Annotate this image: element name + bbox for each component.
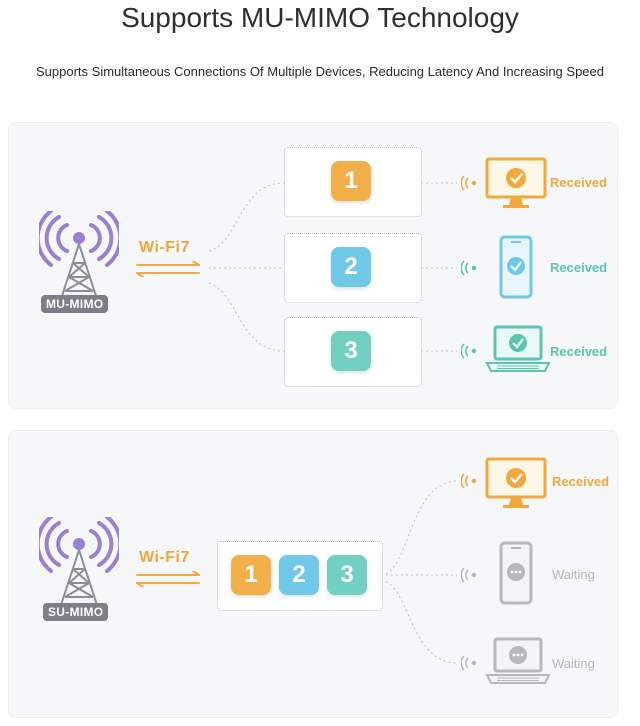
- su-mimo-badge: SU-MIMO: [43, 603, 109, 621]
- stream-tile-1: 1: [231, 555, 271, 595]
- mu-mimo-panel: MU-MIMO Wi-Fi7 1 2 3 Received Received: [8, 122, 618, 409]
- signal-icon: [461, 343, 477, 359]
- page-title: Supports MU-MIMO Technology: [121, 2, 519, 33]
- bidirectional-arrows-icon: [136, 261, 200, 277]
- bidirectional-arrows-icon: [136, 571, 200, 587]
- stream-tile-3: 3: [327, 555, 367, 595]
- signal-icon: [461, 260, 477, 276]
- signal-icon: [461, 655, 477, 671]
- stream-tile-3: 3: [331, 331, 371, 371]
- stream-tile-2: 2: [331, 247, 371, 287]
- phone-icon: [499, 541, 533, 605]
- tower-icon: [39, 517, 119, 606]
- stream-tile-1: 1: [331, 161, 371, 201]
- mu-mimo-badge: MU-MIMO: [41, 295, 109, 313]
- wifi-label: Wi-Fi7: [139, 239, 190, 256]
- device-status: Received: [552, 474, 610, 489]
- laptop-icon: [485, 325, 551, 372]
- page-subtitle: Supports Simultaneous Connections Of Mul…: [36, 64, 604, 79]
- device-status: Received: [550, 344, 608, 359]
- monitor-icon: [485, 157, 547, 208]
- device-status: Received: [550, 175, 608, 190]
- monitor-icon: [485, 457, 547, 508]
- laptop-icon: [485, 637, 551, 684]
- connection-lines: [208, 182, 457, 352]
- wifi-label: Wi-Fi7: [139, 549, 190, 566]
- stream-tile-2: 2: [279, 555, 319, 595]
- signal-icon: [461, 567, 477, 583]
- phone-icon: [499, 235, 533, 299]
- device-status: Received: [550, 260, 608, 275]
- signal-icon: [461, 473, 477, 489]
- su-mimo-panel: SU-MIMO Wi-Fi7 1 2 3 Received Waiting Wa…: [8, 430, 618, 718]
- tower-icon: [39, 211, 119, 300]
- device-status: Waiting: [552, 567, 595, 582]
- signal-icon: [461, 175, 477, 191]
- device-status: Waiting: [552, 656, 595, 671]
